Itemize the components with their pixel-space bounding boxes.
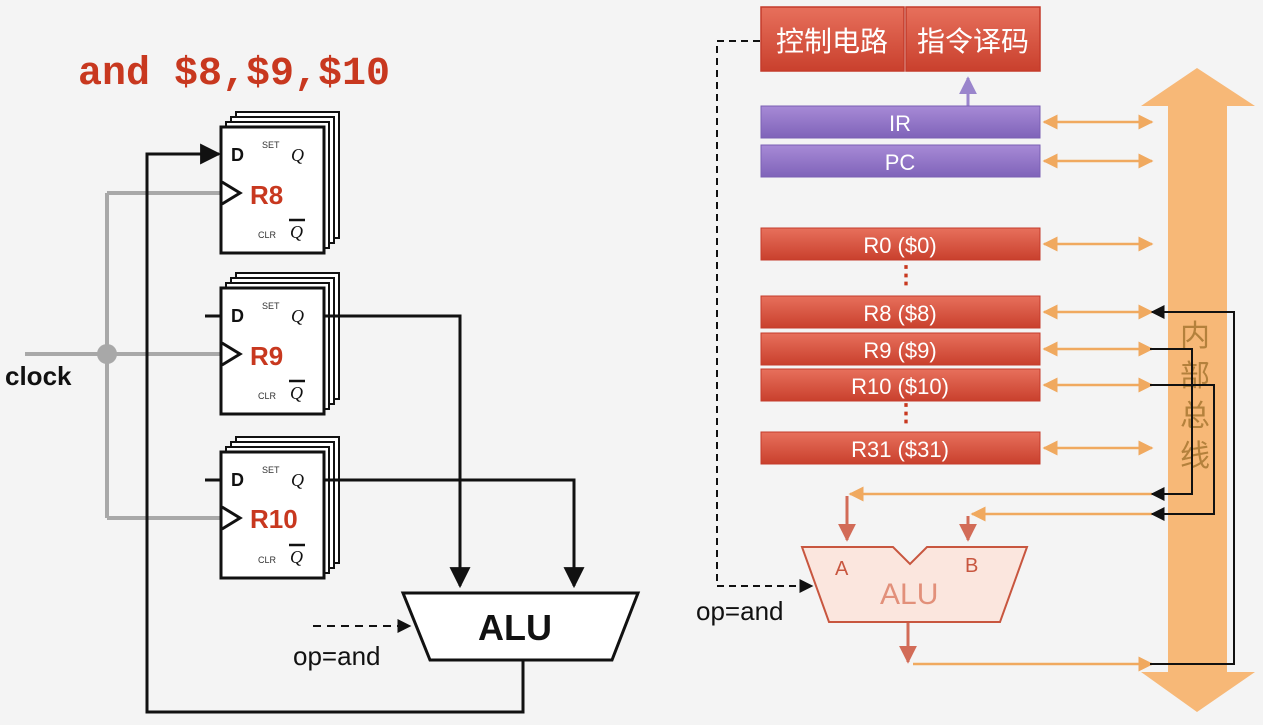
- clr-pin-label: CLR: [258, 230, 277, 240]
- clock-triangle-icon: [221, 341, 243, 367]
- d-pin-label: D: [231, 145, 244, 165]
- q-pin-label: Q: [291, 470, 304, 490]
- ellipsis-lower: ⋮: [894, 400, 918, 427]
- qbar-pin-label: Q: [290, 547, 303, 567]
- register-r10-label: R10 ($10): [851, 374, 949, 399]
- left-data-wires: [145, 143, 585, 714]
- set-pin-label: SET: [262, 301, 280, 311]
- d-pin-label: D: [231, 470, 244, 490]
- alu-input-b-label: B: [965, 555, 978, 577]
- control-circuit-label: 控制电路: [776, 26, 888, 57]
- clr-pin-label: CLR: [258, 555, 277, 565]
- register-r8: [760, 295, 1041, 329]
- instruction-decode-label: 指令译码: [917, 26, 1029, 57]
- op-label-right: op=and: [696, 596, 783, 626]
- flipflop-r8: D SET Q R8 CLR Q: [219, 111, 340, 255]
- clock-triangle-icon: [221, 180, 243, 206]
- alu-right-label: ALU: [880, 578, 938, 611]
- bus-label-char-3: 总: [1180, 399, 1210, 434]
- register-r0: [760, 227, 1041, 261]
- clr-pin-label: CLR: [258, 391, 277, 401]
- register-r31-label: R31 ($31): [851, 437, 949, 462]
- clock-label: clock: [5, 361, 72, 391]
- alu-input-a-label: A: [835, 558, 849, 580]
- d-input-stubs: [205, 314, 221, 482]
- register-r9-label: R9 ($9): [863, 338, 936, 363]
- pc-label: PC: [885, 150, 916, 175]
- bus-label-char-4: 线: [1180, 439, 1210, 474]
- register-r10: [760, 368, 1041, 402]
- q-pin-label: Q: [291, 306, 304, 326]
- clock-junction-dot: [97, 344, 117, 364]
- alu-left: [400, 591, 641, 662]
- bus-label-char-2: 部: [1180, 359, 1210, 394]
- control-unit: 控制电路 指令译码: [760, 6, 1041, 72]
- bus-connections: [848, 114, 1154, 672]
- clock-triangle-icon: [221, 505, 243, 531]
- op-label-left: op=and: [293, 641, 380, 671]
- ir-register: [760, 105, 1041, 139]
- d-pin-label: D: [231, 306, 244, 326]
- ellipsis-upper: ⋮: [894, 262, 918, 289]
- set-pin-label: SET: [262, 465, 280, 475]
- register-name-r8: R8: [250, 180, 283, 210]
- ir-label: IR: [889, 111, 911, 136]
- register-r31: [760, 431, 1041, 465]
- register-name-r10: R10: [250, 504, 298, 534]
- internal-bus-arrow: [1141, 68, 1255, 712]
- register-r9: [760, 332, 1041, 366]
- qbar-pin-label: Q: [290, 222, 303, 242]
- instruction-text: and $8,$9,$10: [78, 52, 390, 97]
- register-r8-label: R8 ($8): [863, 301, 936, 326]
- set-pin-label: SET: [262, 140, 280, 150]
- register-name-r9: R9: [250, 341, 283, 371]
- flipflop-r10: D SET Q R10 CLR Q: [219, 436, 340, 580]
- clock-network: [25, 191, 221, 520]
- alu-left-label: ALU: [478, 607, 552, 648]
- alu-io-arrows: [838, 496, 977, 664]
- q-pin-label: Q: [291, 145, 304, 165]
- pc-register: [760, 144, 1041, 178]
- control-signal-dashed: [716, 40, 814, 593]
- bus-routing-wires: [1150, 305, 1235, 665]
- alu-right: [800, 546, 1029, 623]
- flipflop-r9: D SET Q R9 CLR Q: [219, 272, 340, 416]
- register-r0-label: R0 ($0): [863, 233, 936, 258]
- qbar-pin-label: Q: [290, 383, 303, 403]
